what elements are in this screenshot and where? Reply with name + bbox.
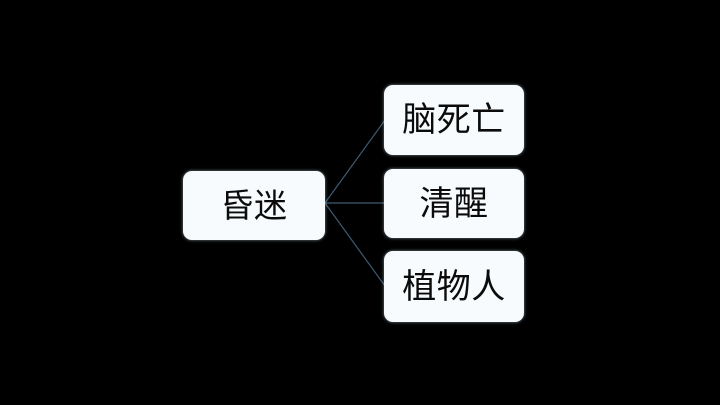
connector-root-to-branch-2 (324, 202, 386, 287)
node-branch-brain-death[interactable]: 脑死亡 (384, 85, 524, 155)
connector-root-to-branch-0 (324, 119, 386, 204)
node-root-coma[interactable]: 昏迷 (183, 171, 325, 240)
node-branch-label: 清醒 (419, 183, 489, 224)
node-branch-conscious[interactable]: 清醒 (384, 169, 524, 238)
node-root-label: 昏迷 (220, 186, 288, 225)
node-branch-label: 植物人 (402, 266, 506, 307)
node-branch-vegetative-state[interactable]: 植物人 (384, 251, 524, 322)
node-branch-label: 脑死亡 (402, 100, 506, 140)
